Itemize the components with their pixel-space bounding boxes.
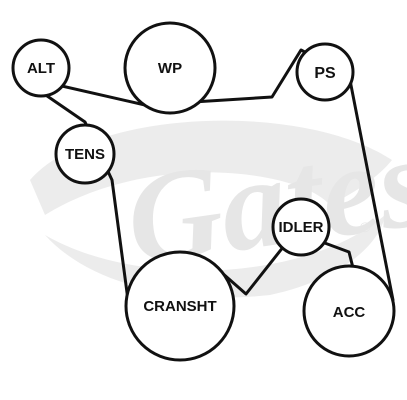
pulley-acc-label: ACC bbox=[333, 304, 366, 321]
watermark-registered-mark: ® bbox=[360, 219, 371, 235]
pulley-ps-label: PS bbox=[314, 65, 336, 82]
pulley-ps-circle bbox=[295, 42, 355, 102]
pulley-acc-circle bbox=[302, 264, 396, 358]
pulley-wp-circle bbox=[123, 21, 217, 115]
watermark-swoosh-lower bbox=[45, 215, 385, 298]
pulley-alt-circle bbox=[11, 38, 71, 98]
pulley-idler-label: IDLER bbox=[279, 219, 324, 236]
pulley-tens-circle bbox=[54, 123, 116, 185]
pulley-alt-label: ALT bbox=[27, 60, 55, 77]
pulley-alt: ALT bbox=[11, 38, 71, 98]
pulley-cransht-label: CRANSHT bbox=[143, 298, 216, 315]
pulley-idler: IDLER bbox=[271, 197, 331, 257]
pulley-cransht-circle bbox=[124, 250, 236, 362]
serpentine-belt bbox=[16, 48, 395, 345]
pulley-wp-label: WP bbox=[158, 60, 182, 77]
pulley-ps: PS bbox=[295, 42, 355, 102]
pulley-tens-label: TENS bbox=[65, 146, 105, 163]
pulley-wp: WP bbox=[123, 21, 217, 115]
watermark-swoosh bbox=[30, 120, 392, 215]
pulley-idler-circle bbox=[271, 197, 331, 257]
pulley-tens: TENS bbox=[54, 123, 116, 185]
pulley-acc: ACC bbox=[302, 264, 396, 358]
pulley-cransht: CRANSHT bbox=[124, 250, 236, 362]
